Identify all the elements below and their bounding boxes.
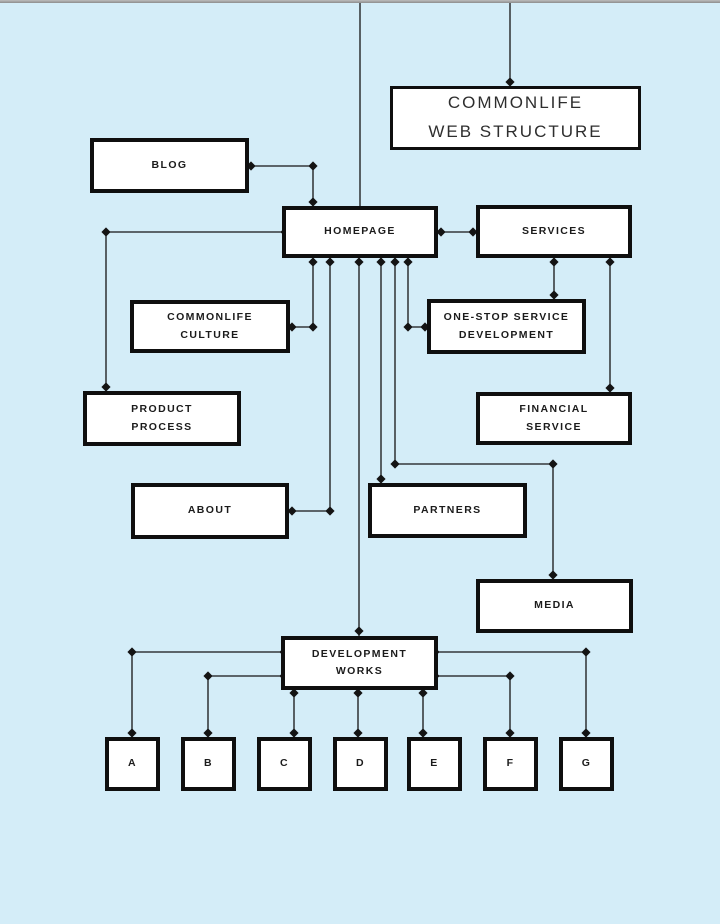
connector-diamond xyxy=(353,728,363,738)
connector-diamond xyxy=(289,688,299,698)
connector-diamond xyxy=(549,290,559,300)
node-label: C xyxy=(280,757,289,770)
connector-diamond xyxy=(403,322,413,332)
connector-diamond xyxy=(468,227,478,237)
connector-diamond xyxy=(325,257,335,267)
connector-diamond xyxy=(605,383,615,393)
connector-diamond xyxy=(548,570,558,580)
connector-diamond xyxy=(127,728,137,738)
connector-diamond xyxy=(581,647,591,657)
node-label: G xyxy=(581,757,592,770)
connector-diamond xyxy=(325,506,335,516)
title-box: COMMONLIFE WEB STRUCTURE xyxy=(390,86,641,150)
connector-diamond xyxy=(390,257,400,267)
connector-line xyxy=(131,651,281,737)
connector-line xyxy=(438,651,587,737)
connector-line xyxy=(394,258,554,579)
connector-diamond xyxy=(353,688,363,698)
connector-diamond xyxy=(418,688,428,698)
node-label: SERVICES xyxy=(521,224,587,237)
connector-diamond xyxy=(505,671,515,681)
node-product-process[interactable]: PRODUCT PROCESS xyxy=(83,391,241,446)
connector-diamond xyxy=(308,257,318,267)
node-homepage[interactable]: HOMEPAGE xyxy=(282,206,438,258)
diagram-title: COMMONLIFE WEB STRUCTURE xyxy=(428,93,603,141)
node-label: A xyxy=(128,757,137,770)
connector-diamond xyxy=(308,322,318,332)
node-leaf-e[interactable]: E xyxy=(407,737,462,791)
connector-diamond xyxy=(203,728,213,738)
connector-diamond xyxy=(376,257,386,267)
connector-diamond xyxy=(127,647,137,657)
connector-diamond xyxy=(376,474,386,484)
node-leaf-d[interactable]: D xyxy=(333,737,388,791)
node-label: ABOUT xyxy=(187,504,233,517)
node-commonlife-culture[interactable]: COMMONLIFE CULTURE xyxy=(130,300,290,353)
node-one-stop-service-development[interactable]: ONE-STOP SERVICE DEVELOPMENT xyxy=(427,299,586,354)
node-label: ONE-STOP SERVICE DEVELOPMENT xyxy=(443,311,570,341)
node-label: COMMONLIFE CULTURE xyxy=(167,311,253,341)
connector-diamond xyxy=(505,77,515,87)
connector-diamond xyxy=(308,197,318,207)
connector-line xyxy=(438,675,511,737)
connector-line xyxy=(289,258,331,512)
node-leaf-b[interactable]: B xyxy=(181,737,236,791)
connector-diamond xyxy=(354,626,364,636)
node-label: PRODUCT PROCESS xyxy=(131,403,193,433)
connector-diamond xyxy=(101,382,111,392)
node-leaf-f[interactable]: F xyxy=(483,737,538,791)
node-label: FINANCIAL SERVICE xyxy=(519,403,589,433)
connector-line xyxy=(249,165,314,206)
node-label: D xyxy=(356,757,365,770)
node-leaf-c[interactable]: C xyxy=(257,737,312,791)
node-media[interactable]: MEDIA xyxy=(476,579,633,633)
connector-diamond xyxy=(203,671,213,681)
connector-diamond xyxy=(549,257,559,267)
connector-diamond xyxy=(289,728,299,738)
connector-diamond xyxy=(101,227,111,237)
connector-diamond xyxy=(403,257,413,267)
node-label: B xyxy=(204,757,213,770)
connector-diamond xyxy=(505,728,515,738)
node-label: F xyxy=(506,757,515,770)
node-label: E xyxy=(430,757,439,770)
connector-diamond xyxy=(436,227,446,237)
window-top-edge xyxy=(0,0,720,3)
node-about[interactable]: ABOUT xyxy=(131,483,289,539)
node-label: PARTNERS xyxy=(413,503,482,516)
node-label: BLOG xyxy=(151,158,188,171)
connector-diamond xyxy=(390,459,400,469)
node-leaf-g[interactable]: G xyxy=(559,737,614,791)
connector-diamond xyxy=(354,257,364,267)
node-services[interactable]: SERVICES xyxy=(476,205,632,258)
node-partners[interactable]: PARTNERS xyxy=(368,483,527,538)
connector-diamond xyxy=(308,161,318,171)
connector-line xyxy=(207,675,281,737)
connector-diamond xyxy=(548,459,558,469)
connector-diamond xyxy=(418,728,428,738)
node-financial-service[interactable]: FINANCIAL SERVICE xyxy=(476,392,632,445)
node-label: MEDIA xyxy=(534,599,575,612)
connector-diamond xyxy=(605,257,615,267)
node-blog[interactable]: BLOG xyxy=(90,138,249,193)
node-leaf-a[interactable]: A xyxy=(105,737,160,791)
connector-diamond xyxy=(581,728,591,738)
connector-diamond xyxy=(287,506,297,516)
node-development-works[interactable]: DEVELOPMENT WORKS xyxy=(281,636,438,690)
connector-line xyxy=(290,258,314,328)
node-label: HOMEPAGE xyxy=(324,225,396,238)
connector-line xyxy=(407,258,427,328)
node-label: DEVELOPMENT WORKS xyxy=(311,647,408,677)
